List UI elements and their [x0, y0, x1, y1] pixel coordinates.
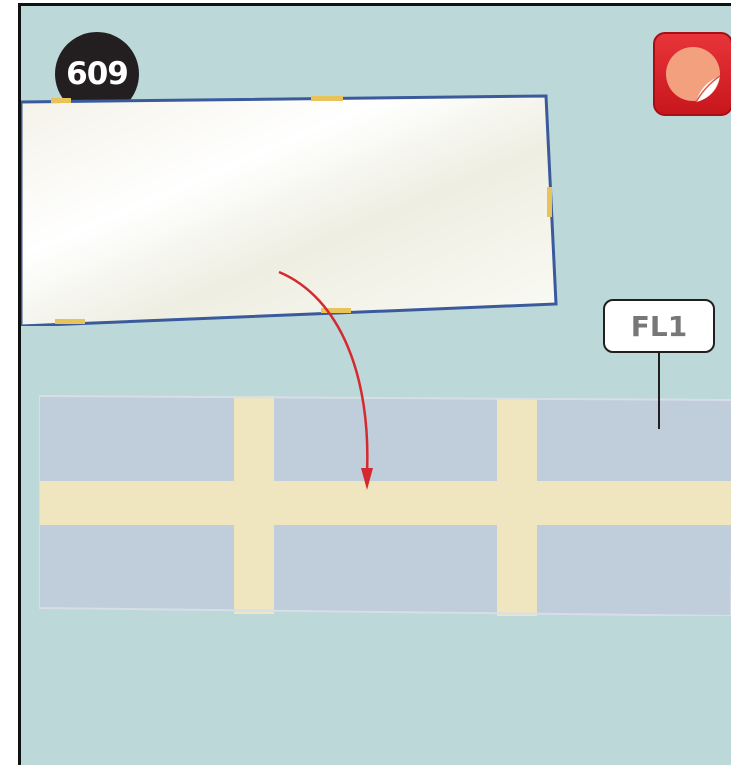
part-label-callout: FL1	[603, 299, 715, 353]
instruction-panel: 609 F	[18, 3, 731, 765]
placement-arrow	[271, 268, 391, 498]
sticker-peel-icon	[653, 32, 731, 116]
part-label: FL1	[631, 310, 687, 343]
callout-leader-line	[658, 353, 660, 429]
step-number: 609	[66, 56, 128, 92]
